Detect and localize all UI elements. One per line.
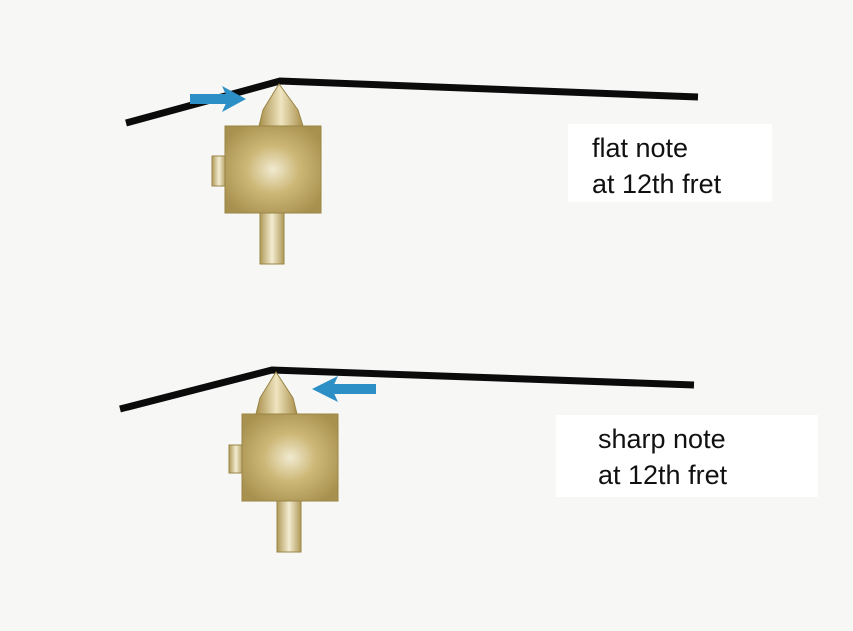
saddle-body: [224, 125, 322, 214]
saddle-side-tab: [228, 444, 244, 474]
string-line: [119, 366, 695, 413]
label-line-2: at 12th fret: [598, 460, 728, 490]
string-line: [125, 77, 699, 127]
saddle-side-tab: [211, 155, 227, 187]
saddle-cone: [255, 371, 298, 415]
saddle-screw-post: [276, 500, 302, 553]
arrow-right-icon: [190, 86, 246, 112]
saddle: [228, 371, 339, 553]
sharp-note-diagram: [119, 366, 695, 553]
label-line-1: sharp note: [598, 424, 726, 454]
arrow-left-icon: [312, 376, 376, 402]
saddle-cone: [258, 83, 304, 127]
sharp-note-label: sharp note at 12th fret: [556, 415, 818, 497]
label-line-2: at 12th fret: [592, 169, 722, 199]
saddle: [211, 83, 322, 265]
flat-note-label: flat note at 12th fret: [568, 124, 772, 202]
saddle-body: [241, 413, 339, 502]
flat-note-diagram: [125, 77, 699, 265]
saddle-screw-post: [259, 212, 285, 265]
label-line-1: flat note: [592, 133, 689, 163]
